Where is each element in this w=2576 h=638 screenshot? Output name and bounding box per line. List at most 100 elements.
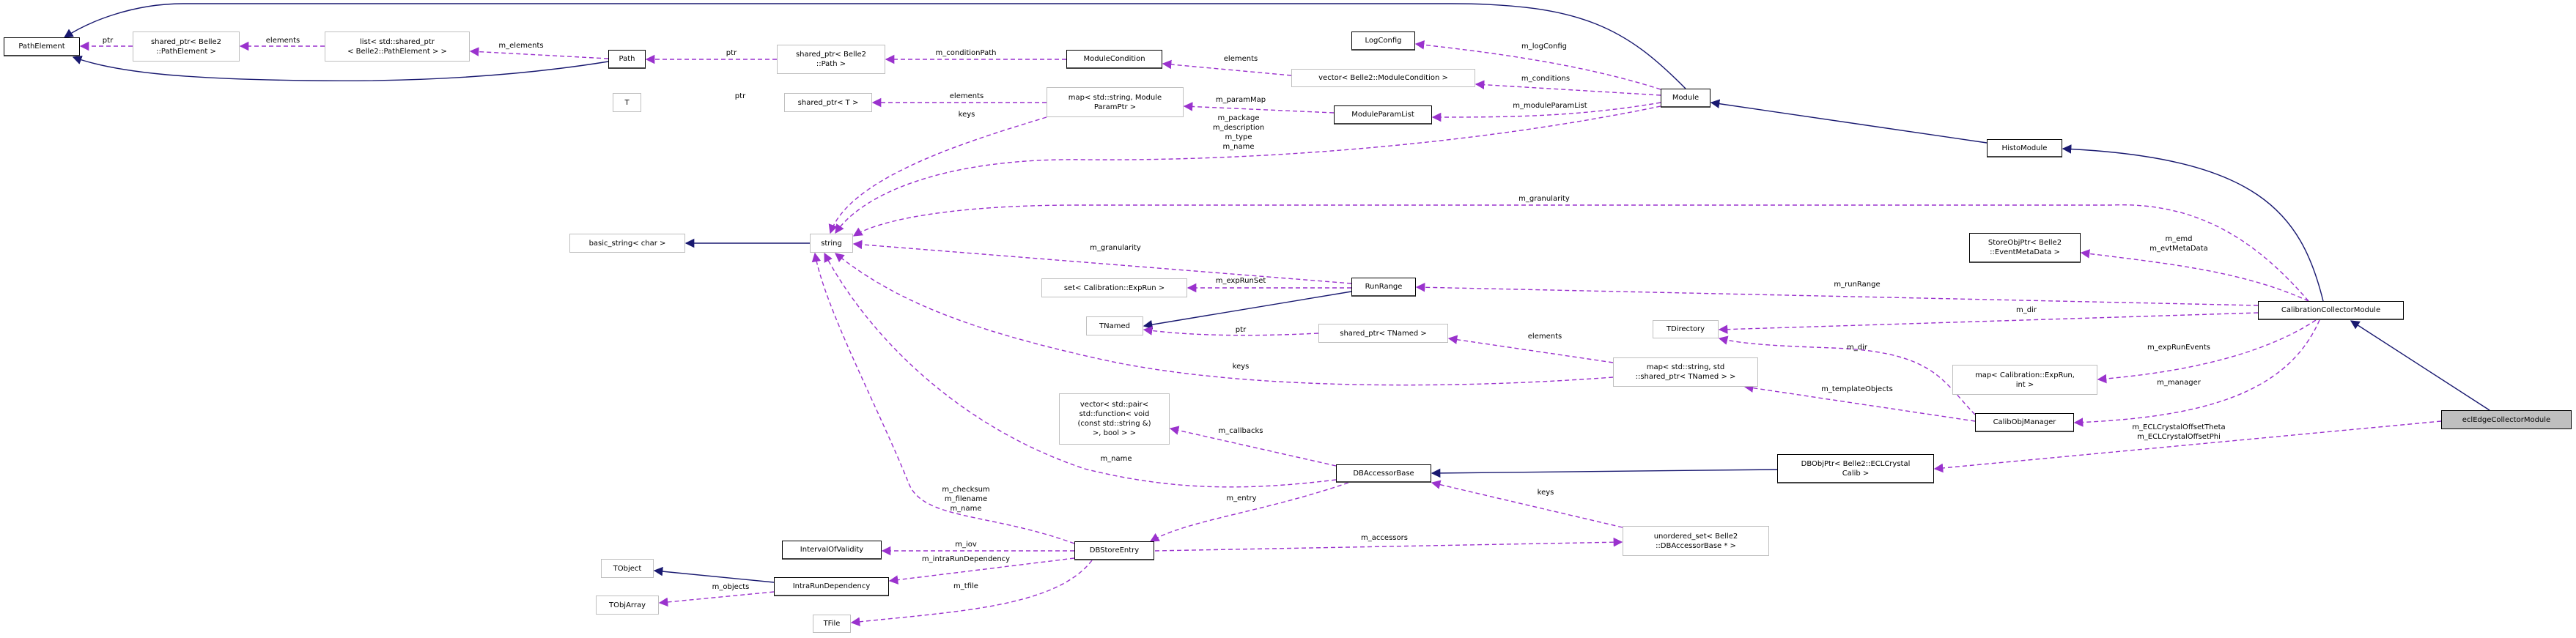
node-set-exprun[interactable]: set< Calibration::ExpRun >: [1041, 278, 1187, 297]
node-label: ParamPtr >: [1093, 103, 1137, 111]
node-tnamed[interactable]: TNamed: [1086, 316, 1143, 335]
node-storeobjptr-eventmetadata[interactable]: StoreObjPtr< Belle2::EventMetaData >: [1969, 233, 2081, 263]
node-map-exprun-int[interactable]: map< Calibration::ExpRun,int >: [1952, 365, 2097, 395]
node-label: Path: [619, 55, 635, 63]
edge-label: m_paramMap: [1215, 96, 1266, 104]
edge-label: elements: [265, 37, 300, 45]
node-label: basic_string< char >: [588, 239, 666, 248]
node-calibrationcollectormodule[interactable]: CalibrationCollectorModule: [2258, 301, 2404, 320]
node-tdirectory[interactable]: TDirectory: [1653, 320, 1719, 338]
node-shared-ptr-t[interactable]: shared_ptr< T >: [784, 93, 872, 112]
edge-m-moduleparamlist: [1431, 102, 1661, 122]
edge-label: m_entry: [1226, 494, 1257, 502]
edge-m-runrange: [1415, 282, 2259, 306]
node-vector-modulecondition[interactable]: vector< Belle2::ModuleCondition >: [1291, 69, 1475, 87]
node-ecledgecollectormodule[interactable]: eclEdgeCollectorModule: [2441, 410, 2572, 429]
node-logconfig[interactable]: LogConfig: [1351, 31, 1415, 51]
edge-ecl-to-ccm: [2350, 320, 2490, 411]
node-dbstoreentry[interactable]: DBStoreEntry: [1074, 541, 1154, 560]
node-histomodule[interactable]: HistoModule: [1987, 139, 2062, 157]
node-intervalofvalidity[interactable]: IntervalOfValidity: [782, 541, 882, 560]
edge-label: m_tfile: [953, 582, 978, 590]
node-dbaccessorbase[interactable]: DBAccessorBase: [1336, 464, 1431, 483]
node-label: map< std::string, std: [1646, 363, 1725, 371]
edge-label-m-eclcrystal: m_ECLCrystalOffsetTheta m_ECLCrystalOffs…: [2132, 423, 2225, 442]
node-module[interactable]: Module: [1661, 89, 1710, 108]
edge-label-module-strings: m_package m_description m_type m_name: [1213, 114, 1264, 152]
node-label: ::Path >: [816, 60, 846, 68]
edge-label: m_accessors: [1361, 534, 1408, 542]
node-shared-ptr-path[interactable]: shared_ptr< Belle2::Path >: [777, 45, 885, 74]
edge-label: m_dir: [1847, 344, 1867, 352]
node-label: HistoModule: [2001, 144, 2048, 152]
node-shared-ptr-tnamed[interactable]: shared_ptr< TNamed >: [1318, 324, 1448, 343]
node-label: Calib >: [1842, 469, 1870, 478]
edge-m-parammap: [1183, 102, 1335, 114]
edge-label: elements: [1223, 55, 1258, 63]
node-label: ::DBAccessorBase * >: [1656, 541, 1736, 550]
node-label: map< Calibration::ExpRun,: [1975, 371, 2075, 379]
node-label: (const std::string &): [1077, 420, 1151, 428]
node-label: ::EventMetaData >: [1990, 248, 2060, 256]
edge-label: m_emd: [2165, 235, 2193, 243]
node-label: shared_ptr< Belle2: [150, 37, 222, 46]
edge-label: m_callbacks: [1218, 427, 1263, 435]
edge-label: ptr: [102, 37, 114, 45]
edge-label: m_ECLCrystalOffsetTheta: [2132, 423, 2226, 431]
edge-ccm-m-dir: [1718, 312, 2259, 334]
edge-label: m_conditions: [1521, 75, 1571, 83]
edge-m-entry: [1149, 482, 1349, 542]
node-label: ::shared_ptr< TNamed > >: [1635, 373, 1736, 381]
node-tobject[interactable]: TObject: [601, 559, 654, 578]
edge-label: m_logConfig: [1521, 42, 1568, 51]
edge-m-tfile: [850, 560, 1093, 627]
node-list-shared-ptr-pathelement[interactable]: list< std::shared_ptr< Belle2::PathEleme…: [325, 31, 470, 62]
edge-label: ptr: [1235, 326, 1247, 334]
node-label: ::PathElement >: [156, 47, 216, 56]
node-vector-callbacks[interactable]: vector< std::pair<std::function< void(co…: [1059, 393, 1170, 445]
node-label: list< std::shared_ptr: [360, 37, 435, 46]
edge-map-mpp-keys: [828, 116, 1047, 234]
edge-label: ptr: [734, 92, 746, 100]
node-intrarundependency[interactable]: IntraRunDependency: [774, 577, 889, 596]
node-label: PathElement: [18, 42, 65, 51]
node-calibobjmanager[interactable]: CalibObjManager: [1975, 413, 2074, 432]
edge-runrange-to-tnamed: [1143, 291, 1352, 330]
edge-m-accessors: [1154, 537, 1623, 552]
node-moduleparamlist[interactable]: ModuleParamList: [1334, 105, 1432, 125]
node-t[interactable]: T: [613, 93, 641, 112]
edge-label: m_intraRunDependency: [921, 555, 1011, 563]
node-runrange[interactable]: RunRange: [1351, 278, 1416, 297]
node-label: std::function< void: [1079, 410, 1150, 418]
node-map-shared-ptr-tnamed[interactable]: map< std::string, std::shared_ptr< TName…: [1613, 357, 1758, 387]
edge-map-tnamed-keys: [835, 253, 1614, 386]
edge-label: m_runRange: [1834, 281, 1881, 289]
edge-label: elements: [949, 92, 984, 100]
node-unordered-set-dbaccessorbase[interactable]: unordered_set< Belle2::DBAccessorBase * …: [1623, 526, 1769, 556]
edge-m-eclcrystal: [1933, 420, 2442, 473]
node-label: TObjArray: [608, 601, 646, 609]
edge-m-objects: [658, 591, 775, 607]
node-label: vector< std::pair<: [1080, 401, 1149, 409]
node-label: shared_ptr< T >: [797, 98, 859, 107]
node-pathelement[interactable]: PathElement: [4, 37, 80, 56]
node-modulecondition[interactable]: ModuleCondition: [1066, 50, 1162, 69]
node-path[interactable]: Path: [608, 50, 646, 69]
node-basic-string[interactable]: basic_string< char >: [569, 234, 685, 253]
edge-label: m_package: [1217, 114, 1260, 122]
edge-histomodule-to-module: [1710, 99, 1988, 144]
edge-label: m_name: [1100, 455, 1132, 463]
edge-label: m_checksum: [942, 486, 990, 494]
edge-label: m_manager: [2157, 379, 2201, 387]
node-string[interactable]: string: [810, 234, 853, 253]
node-label: DBObjPtr< Belle2::ECLCrystal: [1801, 459, 1911, 468]
node-shared-ptr-pathelement[interactable]: shared_ptr< Belle2::PathElement >: [133, 31, 240, 62]
edge-unorderedset-keys: [1431, 480, 1623, 528]
node-tobjarray[interactable]: TObjArray: [596, 596, 659, 615]
edge-m-conditions: [1475, 80, 1661, 96]
edge-m-templateobjects: [1743, 383, 1976, 422]
edge-path-m-elements: [469, 47, 609, 59]
node-tfile[interactable]: TFile: [813, 615, 851, 633]
